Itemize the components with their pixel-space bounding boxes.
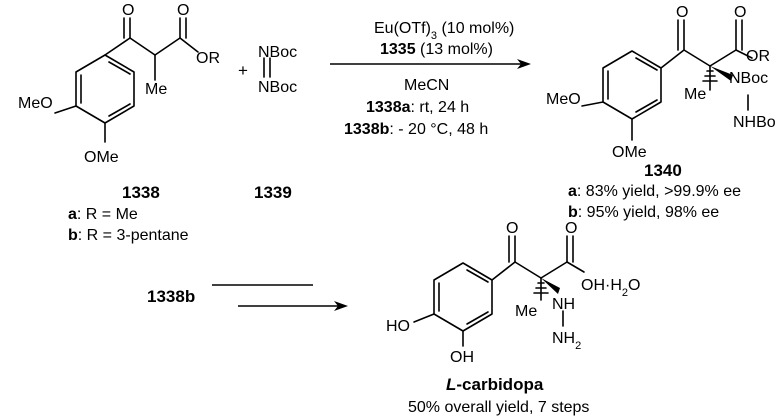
atom-me: Me [145, 81, 167, 98]
atom-oh-hydrate: OH·H2O [581, 277, 640, 299]
variant-a: a: R = Me [68, 206, 138, 223]
atom-meo: MeO [18, 95, 53, 112]
atom-or: OR [196, 50, 220, 67]
structure-carbidopa [413, 235, 585, 347]
structure-1340 [581, 19, 753, 141]
atom-ome-product: OMe [612, 144, 647, 161]
hash-bond [702, 70, 718, 82]
result-b: b: 95% yield, 98% ee [568, 204, 719, 221]
atom-meo-product: MeO [546, 91, 581, 108]
wedge-bond-carbidopa [541, 278, 560, 294]
atom-nboc-product: NBoc [729, 70, 768, 87]
structure-1338 [54, 17, 199, 143]
atom-o-ketone: O [122, 2, 134, 19]
atom-ho-carbidopa: HO [386, 318, 410, 335]
atom-o-ketone-product: O [676, 4, 688, 21]
atom-nh2-carbidopa: NH2 [552, 330, 581, 352]
atom-o-acid-carbidopa: O [565, 220, 577, 237]
atom-o-ester-product: O [734, 4, 746, 21]
condition-ligand: 1335 (13 mol%) [380, 41, 493, 58]
compound-label-1340: 1340 [644, 161, 682, 180]
atom-o-ester: O [177, 2, 189, 19]
hash-bond-carbidopa [533, 282, 549, 294]
product-name-carbidopa: L-carbidopa [446, 375, 544, 394]
plus-sign: + [238, 61, 248, 80]
variant-b: b: R = 3-pentane [68, 227, 189, 244]
condition-b: 1338b: - 20 °C, 48 h [344, 121, 488, 138]
multi-step-arrow [212, 284, 348, 311]
wedge-bond [710, 66, 733, 81]
atom-or-product: OR [746, 48, 770, 65]
compound-label-1338: 1338 [122, 183, 160, 202]
overall-yield: 50% overall yield, 7 steps [408, 399, 589, 416]
atom-ome: OMe [84, 149, 119, 166]
condition-solvent: MeCN [404, 77, 449, 94]
atom-me-product: Me [684, 86, 706, 103]
atom-oh-carbidopa: OH [450, 349, 474, 366]
atom-o-ketone-carbidopa: O [506, 220, 518, 237]
atom-nboc-top: NBoc [258, 44, 297, 61]
atom-nboc-bottom: NBoc [258, 79, 297, 96]
atom-nh-carbidopa: NH [552, 296, 575, 313]
atom-me-carbidopa: Me [515, 303, 537, 320]
start-label-1338b: 1338b [147, 287, 195, 306]
compound-label-1339: 1339 [254, 183, 292, 202]
reaction-arrow [330, 59, 531, 69]
result-a: a: 83% yield, >99.9% ee [568, 183, 741, 200]
structure-1339 [263, 57, 271, 78]
atom-nhboc-product: NHBoc [733, 114, 776, 131]
condition-a: 1338a: rt, 24 h [366, 99, 469, 116]
condition-catalyst: Eu(OTf)3 (10 mol%) [374, 20, 514, 42]
